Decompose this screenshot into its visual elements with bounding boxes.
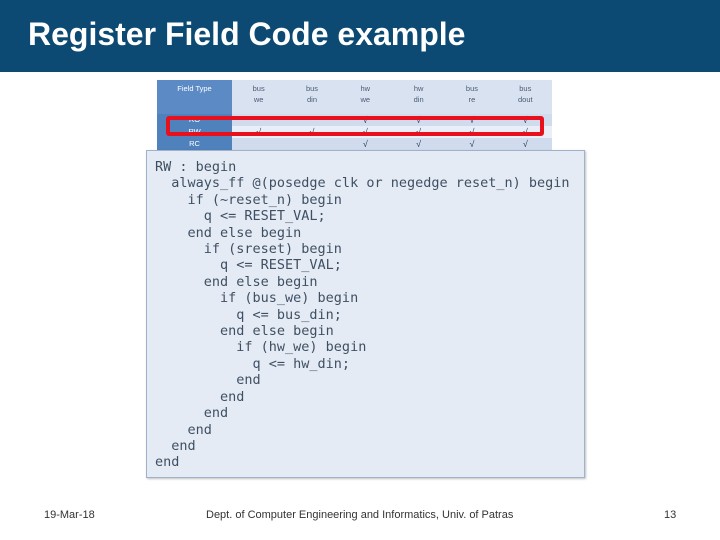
table-cell	[232, 138, 286, 150]
code-line: end	[155, 437, 196, 454]
footer-date: 19-Mar-18	[44, 509, 95, 521]
header-hw-din: hw din	[391, 80, 446, 114]
code-line: if (~reset_n) begin	[155, 191, 342, 208]
row-type-rc: RC	[157, 138, 232, 150]
code-block: RW : begin always_ff @(posedge clk or ne…	[147, 151, 584, 471]
header-bus-we: bus we	[232, 80, 286, 114]
header-bus-dout: bus dout	[498, 80, 552, 114]
footer-department: Dept. of Computer Engineering and Inform…	[206, 509, 514, 521]
code-line: end	[155, 388, 245, 405]
table-cell: √	[338, 138, 392, 150]
title-bar: Register Field Code example	[0, 0, 720, 72]
table-header-row: Field Type bus we bus din hw we hw din b…	[157, 80, 552, 114]
code-line: q <= bus_din;	[155, 306, 342, 323]
header-bus-re: bus re	[445, 80, 499, 114]
table-cell: √	[445, 138, 499, 150]
code-line: q <= hw_din;	[155, 355, 351, 372]
code-line: q <= RESET_VAL;	[155, 208, 326, 225]
slide-title: Register Field Code example	[28, 16, 466, 52]
table-cell	[285, 138, 339, 150]
code-line: if (bus_we) begin	[155, 290, 359, 307]
code-line: end else begin	[155, 323, 334, 340]
header-bus-din: bus din	[285, 80, 339, 114]
header-field-type: Field Type	[157, 80, 232, 114]
table-cell: √	[391, 138, 446, 150]
field-type-table: Field Type bus we bus din hw we hw din b…	[157, 80, 552, 150]
code-line: end	[155, 454, 180, 471]
code-line: end else begin	[155, 224, 302, 241]
code-line: always_ff @(posedge clk or negedge reset…	[155, 175, 570, 192]
table-cell: √	[498, 138, 552, 150]
rw-row-highlight	[166, 116, 544, 136]
code-line: if (hw_we) begin	[155, 339, 367, 356]
page-number: 13	[664, 509, 677, 521]
code-line: end	[155, 421, 212, 438]
code-line: end else begin	[155, 273, 318, 290]
code-line: RW : begin	[155, 159, 237, 175]
code-line: end	[155, 405, 229, 422]
header-hw-we: hw we	[338, 80, 392, 114]
table-row: RC √ √ √ √	[157, 138, 552, 150]
code-line: q <= RESET_VAL;	[155, 257, 342, 274]
code-line: if (sreset) begin	[155, 241, 342, 258]
code-panel: RW : begin always_ff @(posedge clk or ne…	[146, 150, 585, 478]
code-line: end	[155, 372, 261, 389]
